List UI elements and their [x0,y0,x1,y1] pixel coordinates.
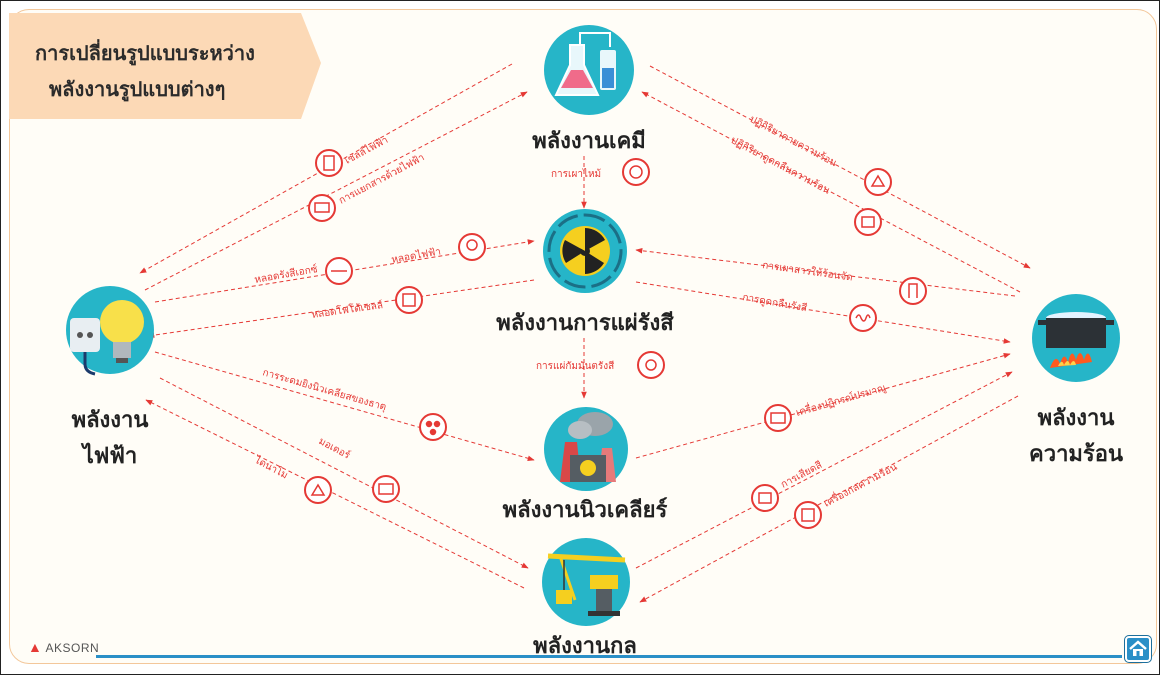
friction-glyph [758,492,772,504]
reactor-icon [764,404,792,432]
reactor-glyph [770,412,786,424]
cooking-pot-icon [1038,312,1114,368]
wave-icon [849,304,877,332]
label-dynamo: ไดนาโม [252,453,291,482]
motor-glyph [378,483,394,495]
bulb-icon [458,233,486,261]
node-label-mechanical: พลังงานกล [533,634,637,659]
arrow-electric-to-chem [144,91,528,291]
electrolysis-icon [308,194,336,222]
endothermic-glyph [861,216,875,228]
node-label-nuclear: พลังงานนิวเคลียร์ [502,498,668,523]
exothermic-glyph [870,174,886,187]
brand-name: AKSORN [45,641,100,655]
motor-icon [372,475,400,503]
brand-mark-icon: ▲ [28,639,43,655]
node-nuclear [544,407,628,491]
battery-glyph [323,155,335,171]
title-banner: การเปลี่ยนรูปแบบระหว่าง พลังงานรูปแบบต่า… [9,13,321,119]
label-radioactive-decay: การแผ่กัมมันตรังสี [536,360,614,372]
arrow-heat-to-chem [641,91,1021,293]
label-photocell: หลอดโฟโต้เซลล์ [311,298,384,321]
label-motor: มอเตอร์ [317,435,353,462]
photocell-glyph [402,293,416,307]
title-line-2: พลังงานรูปแบบต่างๆ [49,77,226,101]
node-chemical [544,25,634,115]
plug-bulb-icon [70,300,144,376]
node-label-electric-line1: พลังงาน [71,408,149,433]
label-heating: การเผาสารให้ร้อนจัด [762,259,854,284]
home-button[interactable] [1124,635,1152,663]
engine-glyph [801,508,815,522]
electrolysis-glyph [314,202,330,213]
fire-glyph [629,165,643,179]
node-label-radiation: พลังงานการแผ่รังสี [496,311,674,336]
crane-icon [547,553,626,616]
node-heat [1032,294,1120,382]
friction-icon [751,484,779,512]
bulb-glyph [466,239,478,251]
node-electric [66,286,154,376]
photocell-icon [395,286,423,314]
molecule-glyph-a [425,420,433,428]
molecule-glyph-c [429,428,437,436]
label-battery: เซลล์ไฟฟ้า [343,134,390,167]
arrow-heat-to-radiation [635,247,1016,297]
arrow-nuclear-to-heat [635,352,1011,459]
arrow-radiation-to-electric [147,279,535,338]
node-label-electric-line2: ไฟฟ้า [82,444,138,469]
node-mechanical [542,538,630,626]
biohazard-icon [637,351,665,379]
label-reactor: เครื่องปฏิกรณ์ปรมาณู [794,380,888,419]
label-fusion: การระดมยิงนิวเคลียสของธาตุ [261,366,388,413]
arrow-electric-to-nuclear [154,351,535,461]
burner-glyph [908,283,918,298]
radiation-icon [560,226,610,276]
home-icon [1129,640,1147,656]
arrow-heat-to-mechanical [639,395,1019,603]
node-label-heat-line1: พลังงาน [1037,406,1115,431]
small-icon-glyphs [310,155,918,522]
burner-icon [899,277,927,305]
node-circle-chemical [544,25,634,115]
label-friction: การเสียดสี [779,459,824,491]
nuclear-plant-icon [560,412,616,482]
endothermic-icon [854,208,882,236]
biohazard-glyph [645,359,657,371]
flask-icon [554,32,616,96]
molecule-glyph-b [433,420,441,428]
label-absorb-radiation: การดูดกลืนรังสี [741,291,807,314]
node-label-chemical: พลังงานเคมี [532,129,646,154]
wave-glyph [855,314,871,322]
label-xray-tube: หลอดรังสีเอกซ์ [253,263,318,286]
arrow-radiation-to-heat [635,281,1011,344]
arrow-electric-to-mechanical [159,377,529,569]
molecule-icon [419,413,447,441]
label-endothermic: ปฏิกิริยาดูดกลืนความร้อน [729,134,833,197]
label-heat-engine: เครื่องกลความร้อน [821,459,899,510]
label-light-bulb: หลอดไฟฟ้า [390,245,441,266]
battery-icon [315,149,343,177]
title-banner-shape [9,13,321,119]
dynamo-icon [304,476,332,504]
label-combustion: การเผาไหม้ [551,168,601,180]
dynamo-glyph [310,483,326,496]
exothermic-icon [864,168,892,196]
arrow-mechanical-to-heat [635,371,1013,569]
node-radiation [543,209,627,293]
arrow-mechanical-to-electric [145,399,525,589]
fire-icon [622,158,650,186]
title-line-1: การเปลี่ยนรูปแบบระหว่าง [35,41,255,65]
arrow-chem-to-heat [649,65,1031,269]
engine-icon [794,501,822,529]
footer-bar [96,655,1122,658]
brand-logo: ▲ AKSORN [28,639,99,655]
node-label-heat-line2: ความร้อน [1029,442,1123,467]
